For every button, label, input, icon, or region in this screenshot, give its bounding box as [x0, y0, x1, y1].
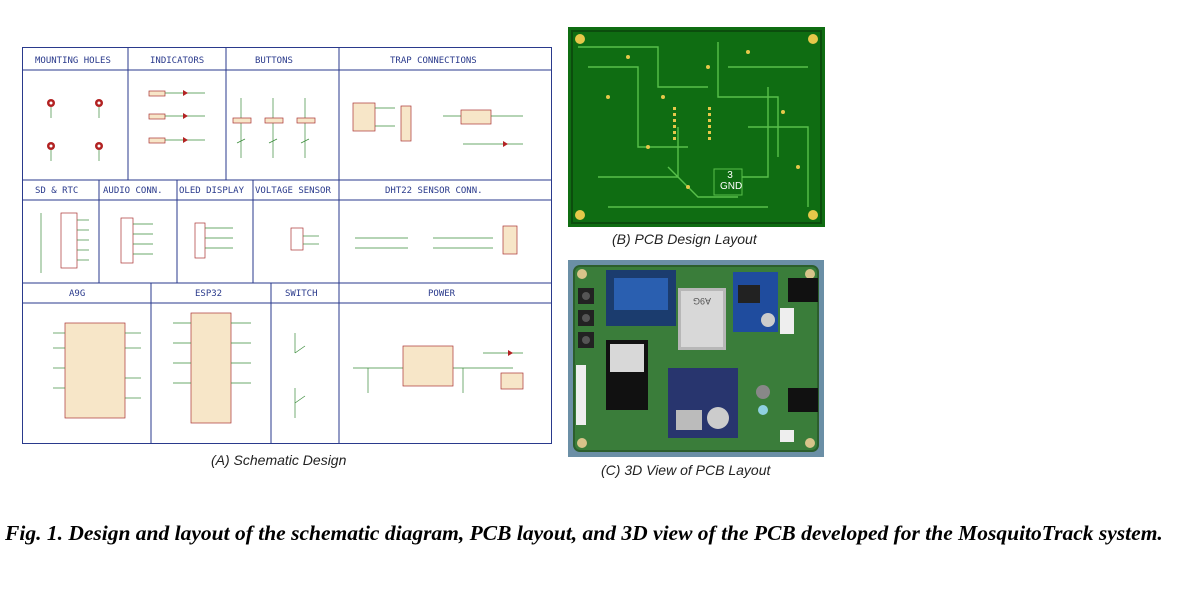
- pcb-traces: [568, 27, 825, 227]
- pcb-label-number: 3: [727, 170, 733, 181]
- esp32-module-symbol: [173, 312, 251, 424]
- caption-schematic: (A) Schematic Design: [211, 452, 347, 468]
- switch-circuit: [294, 333, 306, 418]
- caption-pcb-layout: (B) PCB Design Layout: [612, 231, 757, 247]
- trap-connection-circuits: [352, 102, 523, 147]
- indicator-led-circuits: [148, 90, 205, 144]
- section-trap-connections: TRAP CONNECTIONS: [390, 56, 477, 66]
- a9g-module-symbol: [53, 322, 141, 419]
- pcb-3d-view: A9G: [568, 260, 824, 457]
- section-buttons: BUTTONS: [255, 56, 293, 66]
- caption-3d-view: (C) 3D View of PCB Layout: [601, 462, 771, 478]
- section-a9g: A9G: [69, 289, 85, 299]
- oled-connector: [194, 222, 233, 259]
- section-power: POWER: [428, 289, 456, 299]
- audio-connector: [120, 217, 153, 264]
- section-esp32: ESP32: [195, 289, 222, 299]
- section-dht22: DHT22 SENSOR CONN.: [385, 186, 483, 196]
- pcb-3d-render: [568, 260, 824, 457]
- section-voltage-sensor: VOLTAGE SENSOR: [255, 186, 331, 196]
- schematic-drawing: MOUNTING HOLES INDICATORS BUTTONS TRAP C…: [23, 48, 551, 443]
- mounting-hole-symbols: [47, 99, 103, 161]
- section-sd-rtc: SD & RTC: [35, 186, 78, 196]
- section-audio-conn: AUDIO CONN.: [103, 186, 163, 196]
- button-circuits: [232, 98, 316, 158]
- section-oled-display: OLED DISPLAY: [179, 186, 245, 196]
- figure-caption: Fig. 1. Design and layout of the schemat…: [5, 521, 1163, 545]
- power-circuit: [353, 345, 524, 393]
- schematic-design-panel: MOUNTING HOLES INDICATORS BUTTONS TRAP C…: [22, 47, 552, 444]
- section-switch: SWITCH: [285, 289, 318, 299]
- section-indicators: INDICATORS: [150, 56, 204, 66]
- pcb-design-layout: 3 GND: [568, 27, 825, 227]
- dht22-circuit: [355, 225, 518, 255]
- sd-rtc-connector: [40, 212, 89, 273]
- section-mounting-holes: MOUNTING HOLES: [35, 56, 111, 66]
- a9g-module-label: A9G: [693, 296, 712, 306]
- voltage-sensor-circuit: [290, 227, 319, 251]
- pcb-label-gnd: GND: [720, 181, 743, 192]
